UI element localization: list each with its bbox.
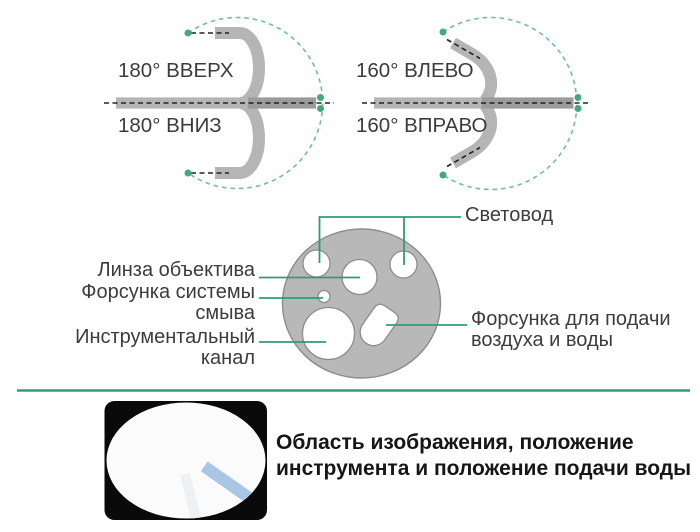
image-area-ellipse [106,402,266,519]
label-instrument-channel: Инструментальный канал [75,326,255,369]
range-dot [574,105,582,112]
tip-cross-section-diagram [259,216,467,379]
view-area-caption: Область изображения, положение инструмен… [276,431,692,480]
bend-diagram-left-right [362,16,588,191]
leader-light-guide [318,216,461,263]
air-water-nozzle-hole [359,303,399,347]
label-bend-up: 180° ВВЕРХ [118,59,234,82]
label-objective-lens: Линза объектива [97,259,255,281]
tip-axis-left [446,38,481,60]
range-dot [184,29,192,37]
range-dot [184,169,192,177]
instrument-channel-hole [301,306,356,361]
range-dot [439,171,447,179]
range-dot [439,28,447,36]
distal-tip-face [281,228,442,379]
bend-range-arc [187,16,324,190]
range-dot [317,94,324,101]
bend-diagram-up-down [104,16,334,190]
label-bend-down: 180° ВНИЗ [118,114,222,137]
scope-shaft-distal [248,97,316,109]
label-light-guide: Световод [465,204,554,226]
label-wash-nozzle: Форсунка системы смыва [81,281,255,324]
wash-nozzle-hole [317,289,331,304]
range-dot [317,105,324,112]
range-dot [574,94,582,101]
label-bend-left: 160° ВЛЕВО [356,59,474,82]
water-jet-band [180,472,201,519]
tip-axis-right [446,146,481,168]
light-guide-left-hole [302,249,331,278]
endoscopic-view-illustration [104,401,267,520]
scope-shaft [374,97,482,109]
instrument-band [200,461,256,505]
label-air-water-nozzle: Форсунка для подачи воздуха и воды [471,308,671,351]
label-bend-right: 160° ВПРАВО [356,114,488,137]
